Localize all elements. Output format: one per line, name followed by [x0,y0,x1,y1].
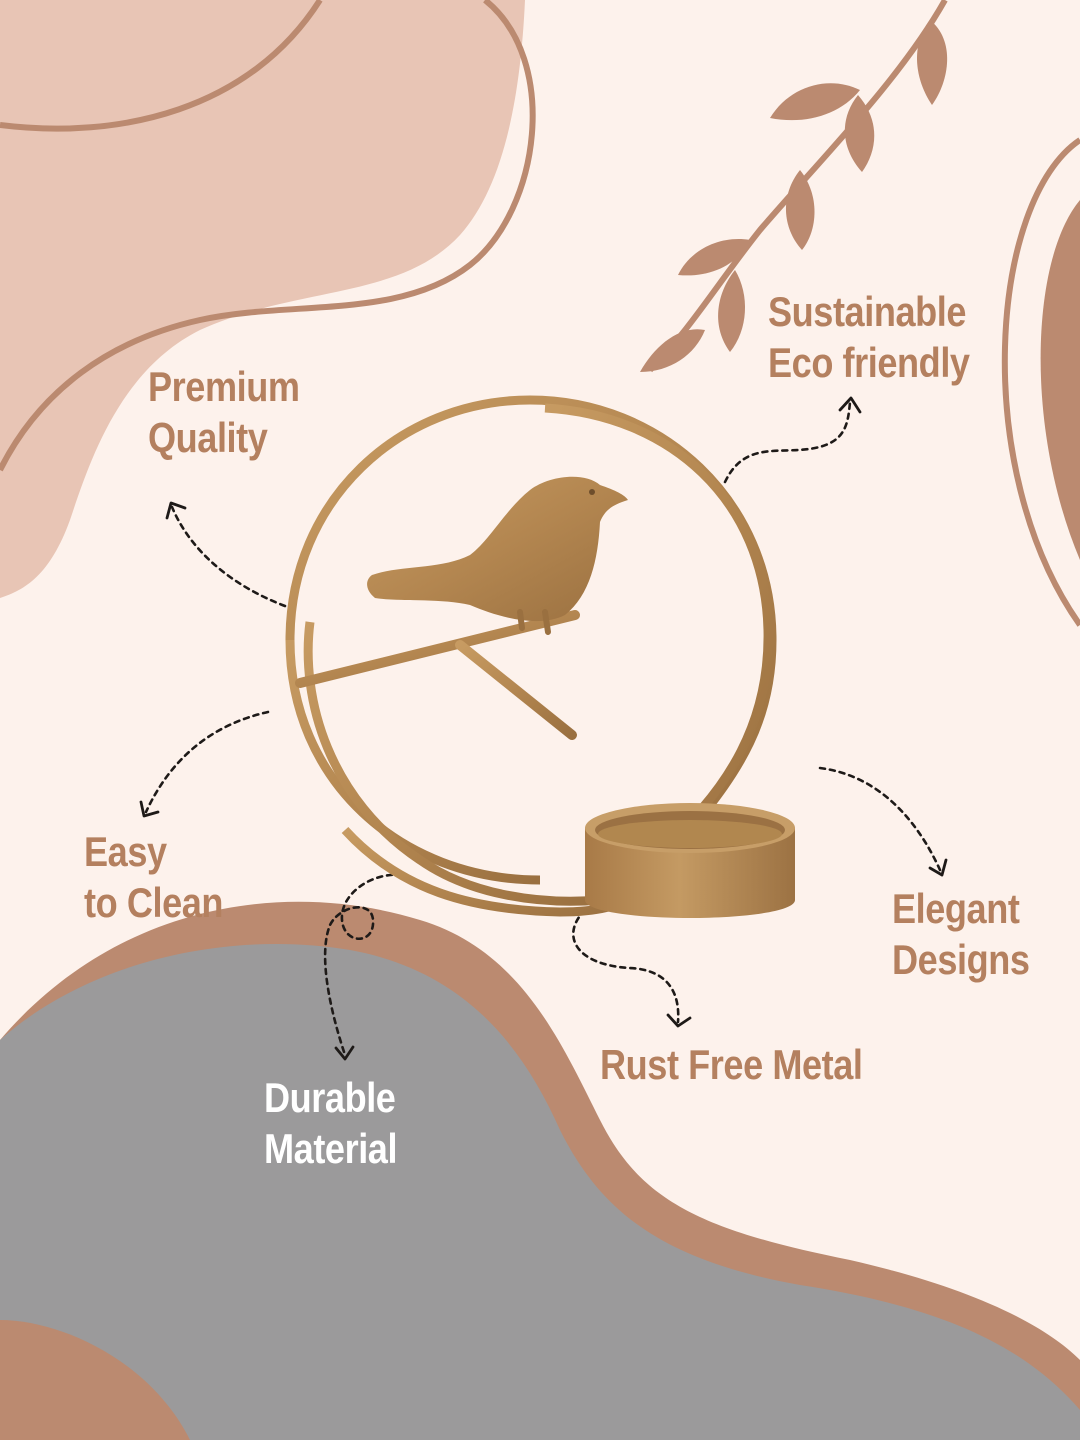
feature-sustainable-line2: Eco friendly [768,339,970,386]
bottom-left-copper [0,1320,190,1440]
arrow-easy-clean [144,710,270,814]
arrow-rust-free [572,908,680,1024]
arrow-sustainable [723,400,852,484]
leaf-branch [640,0,948,373]
top-left-outline-loop [0,0,536,472]
feature-premium: Premium Quality [148,361,300,463]
feature-elegant: Elegant Designs [892,883,1030,985]
feature-rust-free-line1: Rust Free Metal [600,1041,863,1088]
feature-sustainable-line1: Sustainable [768,288,967,335]
feature-elegant-line2: Designs [892,936,1030,983]
top-left-outline-curve [0,0,323,132]
right-arc-outline [1001,137,1080,627]
feature-easy-clean: Easy to Clean [84,826,223,928]
feature-rust-free: Rust Free Metal [600,1039,863,1090]
dotted-arrows [144,400,942,1057]
arrow-durable [323,873,404,1057]
arrow-elegant [818,766,942,872]
arrowheads [139,396,948,1061]
feature-durable-line1: Durable [264,1074,396,1121]
feature-premium-line2: Quality [148,414,268,461]
feature-easy-clean-line1: Easy [84,828,167,875]
arrow-premium [170,505,287,608]
feature-sustainable: Sustainable Eco friendly [768,286,970,388]
feature-premium-line1: Premium [148,363,300,410]
right-arc-fill [1040,200,1080,560]
feature-durable: Durable Material [264,1072,398,1174]
feature-durable-line2: Material [264,1125,398,1172]
feature-elegant-line1: Elegant [892,885,1020,932]
bird-tealight-holder-icon [285,395,795,918]
bottom-grey-blob [0,944,1080,1440]
top-left-blob [0,0,525,598]
feature-easy-clean-line2: to Clean [84,879,224,926]
